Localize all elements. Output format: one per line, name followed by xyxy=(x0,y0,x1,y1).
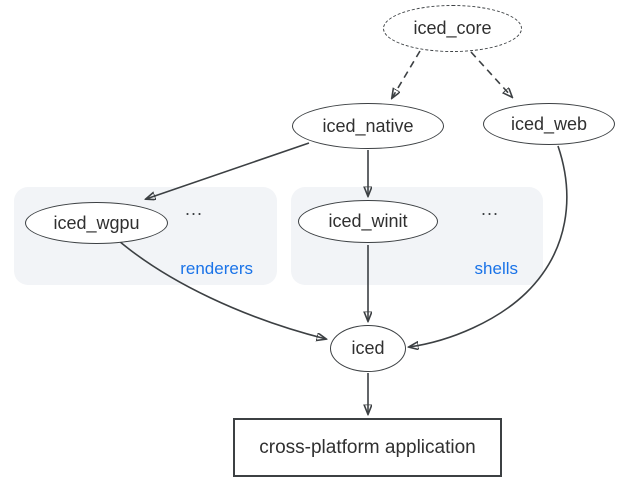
node-iced-winit: iced_winit xyxy=(298,200,438,243)
edge-iced_web-iced xyxy=(409,145,568,347)
node-cross-platform-application: cross-platform application xyxy=(233,418,502,477)
node-iced-wgpu: iced_wgpu xyxy=(25,202,168,244)
shells-ellipsis: ... xyxy=(480,199,499,219)
edge-iced_native-iced_wgpu xyxy=(146,142,310,199)
renderers-ellipsis: ... xyxy=(184,199,203,219)
node-iced: iced xyxy=(330,325,406,372)
edge-iced_core-iced_native xyxy=(392,50,421,98)
edge-iced_wgpu-iced xyxy=(118,240,326,339)
node-iced-web: iced_web xyxy=(483,103,615,145)
renderers-label: renderers xyxy=(180,259,253,278)
edge-iced_core-iced_web xyxy=(470,51,512,97)
node-iced-core: iced_core xyxy=(383,5,522,52)
shells-label: shells xyxy=(474,259,518,278)
node-iced-native: iced_native xyxy=(292,103,444,149)
